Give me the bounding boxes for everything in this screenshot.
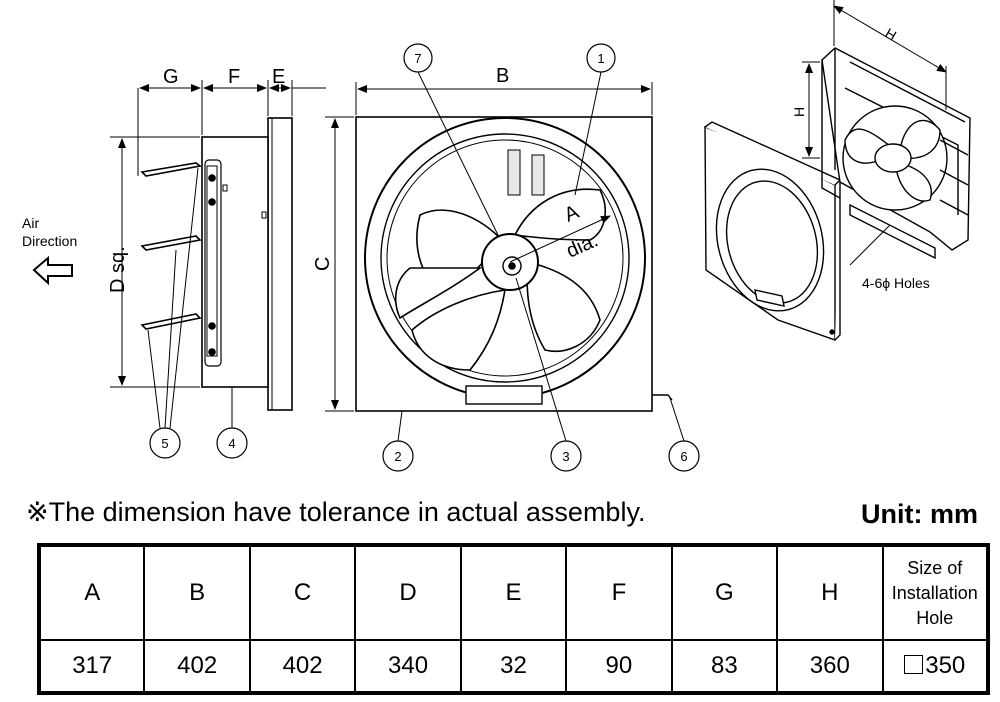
header-hole-line2: Installation <box>891 582 978 603</box>
header-cell-installation-hole: Size of Installation Hole <box>881 544 989 641</box>
callout-6: 6 <box>668 440 700 472</box>
dim-label-e: E <box>272 66 285 88</box>
dim-label-b: B <box>496 65 509 87</box>
dim-label-d: D sq. <box>107 246 129 293</box>
table-value-row: 317 402 402 340 32 90 83 360 350 <box>37 639 989 694</box>
dim-label-h-side: H <box>791 107 807 117</box>
svg-text:7: 7 <box>414 51 421 66</box>
header-cell: G <box>670 544 779 641</box>
front-view <box>355 116 673 412</box>
value-cell: 402 <box>248 639 357 694</box>
header-hole-line1: Size of <box>907 557 963 578</box>
dim-label-h-top: H <box>883 25 900 44</box>
exploded-dimensions <box>802 0 947 266</box>
header-cell: E <box>459 544 568 641</box>
header-hole-line3: Hole <box>916 607 954 628</box>
front-dimensions <box>325 82 653 412</box>
value-cell: 360 <box>776 639 884 694</box>
svg-text:3: 3 <box>562 449 569 464</box>
header-cell: H <box>776 544 884 641</box>
dim-label-g: G <box>163 66 179 88</box>
air-direction-arrow-icon <box>32 255 73 286</box>
value-cell: 402 <box>143 639 251 694</box>
svg-text:1: 1 <box>597 51 604 66</box>
fan-dimension-drawing: G F E D sq. Air Direction <box>22 0 971 472</box>
value-cell: 32 <box>459 639 568 694</box>
value-cell: 340 <box>354 639 462 694</box>
callout-5: 5 <box>149 427 181 459</box>
air-direction-label-line2: Direction <box>22 233 77 249</box>
air-direction-label-line1: Air <box>22 215 39 231</box>
dim-label-f: F <box>228 66 240 88</box>
header-cell: B <box>143 544 251 641</box>
exploded-view <box>704 47 971 341</box>
dimension-table: A B C D E F G H Size of Installation Hol… <box>37 543 990 695</box>
svg-text:6: 6 <box>680 449 687 464</box>
header-cell: A <box>37 544 146 641</box>
table-header-row: A B C D E F G H Size of Installation Hol… <box>37 544 989 641</box>
holes-label: 4-6ϕ Holes <box>862 275 930 291</box>
callout-4: 4 <box>216 427 248 459</box>
value-cell: 317 <box>37 639 146 694</box>
svg-text:4: 4 <box>228 436 235 451</box>
value-cell: 83 <box>670 639 779 694</box>
svg-text:2: 2 <box>394 449 401 464</box>
unit-label: Unit: mm <box>861 499 978 529</box>
callout-1: 1 <box>586 43 616 73</box>
header-cell: F <box>565 544 673 641</box>
callout-3: 3 <box>550 440 582 472</box>
header-cell: C <box>248 544 357 641</box>
hole-size-value: 350 <box>925 652 966 679</box>
side-view <box>140 117 293 411</box>
callout-2: 2 <box>382 440 414 472</box>
tolerance-note: ※The dimension have tolerance in actual … <box>26 497 646 527</box>
value-cell: 90 <box>565 639 673 694</box>
svg-text:5: 5 <box>161 436 168 451</box>
square-symbol-icon <box>904 655 924 674</box>
header-cell: D <box>354 544 462 641</box>
callout-7: 7 <box>403 43 433 73</box>
dim-label-c: C <box>312 257 334 271</box>
value-cell-installation-hole: 350 <box>881 639 989 694</box>
